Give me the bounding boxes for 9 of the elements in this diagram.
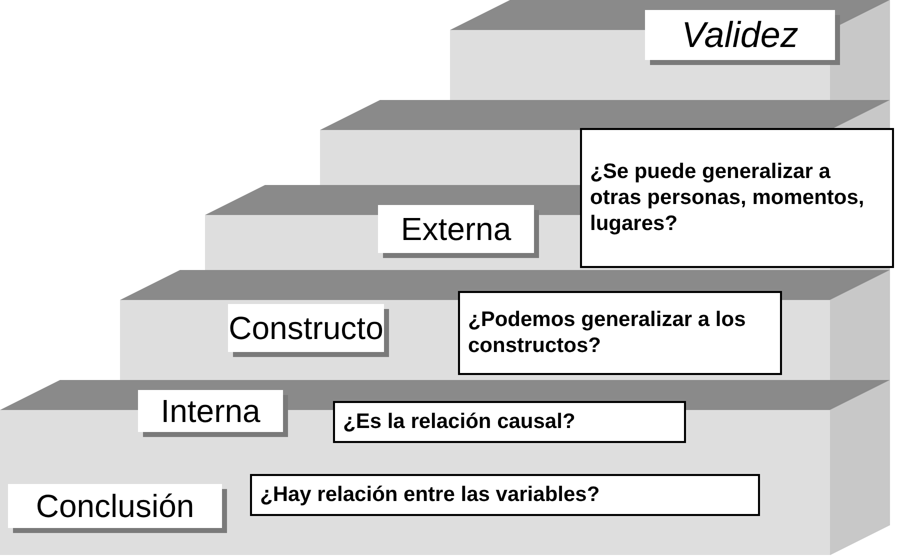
question-box: ¿Hay relación entre las variables? bbox=[250, 474, 760, 516]
step-label: Interna bbox=[138, 390, 283, 432]
step-label: Validez bbox=[645, 10, 835, 60]
step-label: Externa bbox=[378, 205, 534, 253]
step-label: Conclusión bbox=[8, 484, 222, 528]
question-box: ¿Se puede generalizar a otras personas, momentos, lugares? bbox=[580, 128, 894, 268]
step-label: Constructo bbox=[228, 304, 384, 352]
question-box: ¿Podemos generalizar a los constructos? bbox=[458, 291, 782, 375]
question-box: ¿Es la relación causal? bbox=[333, 401, 686, 443]
